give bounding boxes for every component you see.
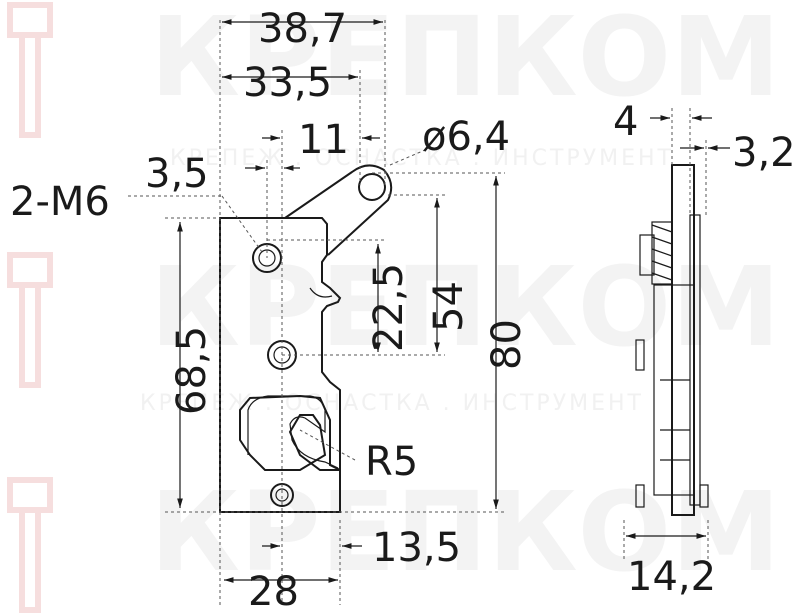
watermark-tagline-middle: КРЕПЕЖ . ОСНАСТКА . ИНСТРУМЕНТ <box>140 391 644 416</box>
lever-pivot-hole <box>358 173 386 201</box>
dim-3-2: 3,2 <box>732 130 796 176</box>
dim-68-5: 68,5 <box>169 326 215 415</box>
dim-14-2: 14,2 <box>627 554 716 600</box>
dim-28: 28 <box>248 569 299 614</box>
thread-label-2-m6: 2-M6 <box>10 179 110 225</box>
detent-notch <box>309 287 333 298</box>
dim-54: 54 <box>426 281 472 332</box>
release-lever <box>284 164 393 256</box>
dim-hole-diameter: ø6,4 <box>422 114 510 160</box>
dim-13-5: 13,5 <box>372 525 461 571</box>
watermark-brand-bottom: КРЕПКОМ <box>150 468 781 596</box>
dim-80: 80 <box>484 319 530 370</box>
watermark-screw-logo <box>7 2 53 613</box>
dim-11: 11 <box>298 117 349 163</box>
latch-plate-outline <box>219 217 342 513</box>
catch-jaw <box>247 395 339 469</box>
dim-38-7: 38,7 <box>258 6 347 52</box>
dim-22-5: 22,5 <box>366 263 412 352</box>
spring-coil <box>651 221 673 285</box>
dim-4: 4 <box>613 99 638 145</box>
dim-r5: R5 <box>365 439 418 485</box>
dim-3-5: 3,5 <box>145 151 209 197</box>
front-view: 38,7 33,5 11 3,5 2-M6 ø6,4 R5 13,5 28 68… <box>10 6 530 614</box>
dim-33-5: 33,5 <box>243 60 332 106</box>
side-view: 4 3,2 14,2 <box>613 99 796 600</box>
watermark-tagline-top: КРЕПЕЖ . ОСНАСТКА . ИНСТРУМЕНТ <box>170 146 674 171</box>
watermark: КРЕПКОМ КРЕПКОМ КРЕПКОМ КРЕПЕЖ . ОСНАСТК… <box>7 0 781 613</box>
